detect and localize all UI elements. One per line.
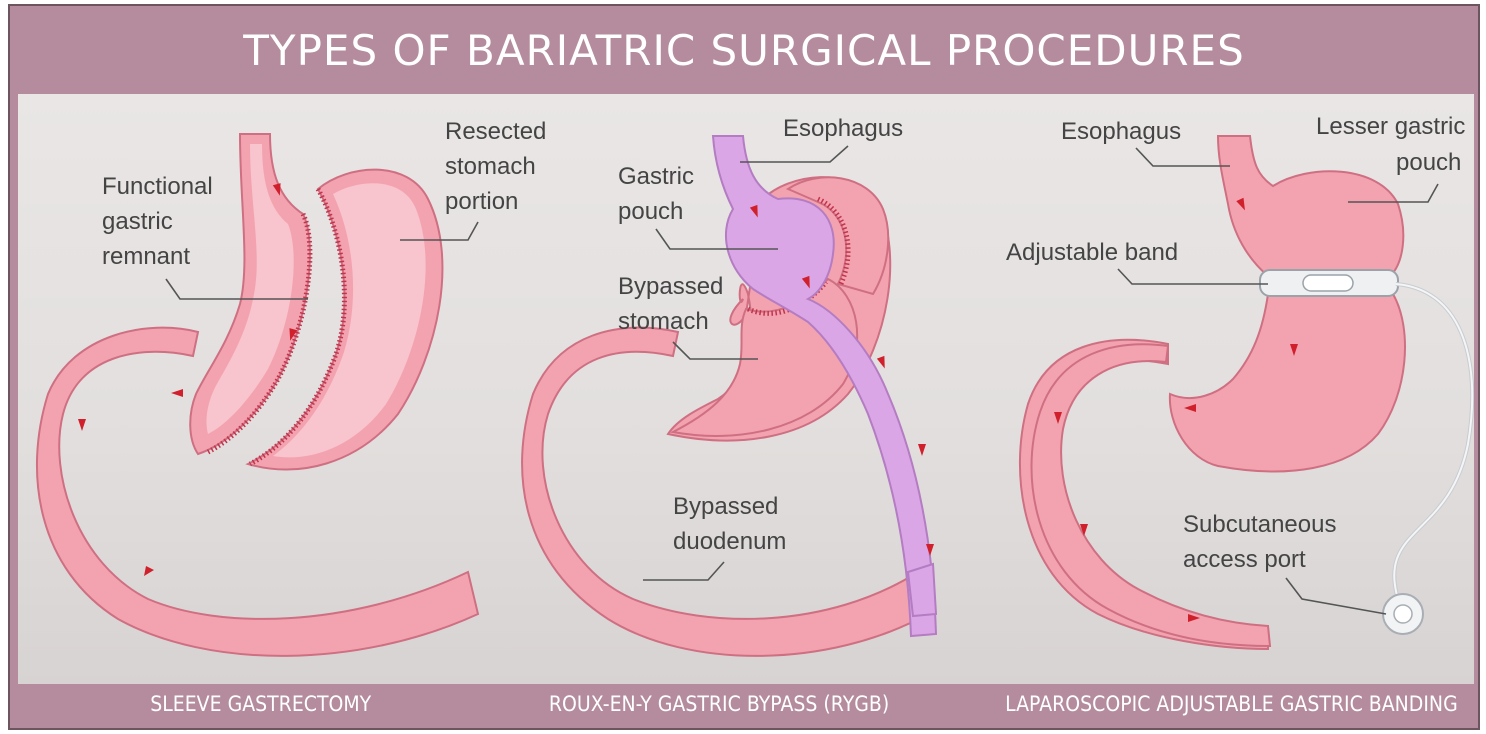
- procedure-label-banding: LAPAROSCOPIC ADJUSTABLE GASTRIC BANDING: [1005, 692, 1458, 716]
- flow-arrow: [144, 566, 154, 576]
- roux-junction: [908, 564, 936, 616]
- label-bypassed-duodenum-line1: Bypassed: [673, 493, 778, 520]
- flow-arrow: [877, 356, 889, 370]
- leader-esophagus-band: [1136, 148, 1230, 166]
- access-port-center: [1394, 605, 1412, 623]
- label-functional-line1: Functional: [102, 173, 213, 200]
- banding-pouch-shape: [1218, 136, 1403, 276]
- label-esophagus-band: Esophagus: [1061, 118, 1181, 145]
- band-reservoir: [1303, 275, 1353, 291]
- gastric-banding-illustration: Esophagus Lesser gastric pouch Adjustabl…: [1006, 113, 1472, 649]
- sleeve-gastrectomy-illustration: Functional gastric remnant Resected stom…: [37, 118, 546, 656]
- label-resected-line1: Resected: [445, 118, 546, 145]
- leader-adjustable-band: [1118, 269, 1268, 284]
- label-esophagus-rygb: Esophagus: [783, 115, 903, 142]
- procedure-footer: SLEEVE GASTRECTOMY ROUX-EN-Y GASTRIC BYP…: [10, 686, 1478, 730]
- label-pouch-line1: Gastric: [618, 163, 694, 190]
- procedures-diagram: Functional gastric remnant Resected stom…: [18, 94, 1474, 684]
- procedure-label-rygb: ROUX-EN-Y GASTRIC BYPASS (RYGB): [549, 692, 889, 716]
- label-adjustable-band: Adjustable band: [1006, 239, 1178, 266]
- leader-bypassed-duodenum: [643, 562, 724, 580]
- rygb-illustration: Esophagus Gastric pouch Bypassed stomach…: [522, 115, 936, 656]
- figure-frame: TYPES OF BARIATRIC SURGICAL PROCEDURES: [8, 4, 1480, 730]
- flow-arrow: [918, 444, 926, 456]
- port-tubing-inner: [1394, 284, 1472, 614]
- label-bypassed-duodenum-line2: duodenum: [673, 528, 786, 555]
- banding-stomach-shape: [1170, 294, 1405, 471]
- label-resected-line2: stomach: [445, 153, 536, 180]
- leader-esophagus-rygb: [740, 146, 848, 162]
- flow-arrow: [78, 419, 86, 431]
- label-resected-line3: portion: [445, 188, 518, 215]
- procedure-label-sleeve: SLEEVE GASTRECTOMY: [150, 692, 371, 716]
- label-lesser-pouch-line1: Lesser gastric: [1316, 113, 1465, 140]
- label-port-line2: access port: [1183, 546, 1306, 573]
- label-functional-line2: gastric: [102, 208, 173, 235]
- label-bypassed-stomach-line2: stomach: [618, 308, 709, 335]
- flow-arrow: [171, 389, 183, 397]
- figure-title: TYPES OF BARIATRIC SURGICAL PROCEDURES: [10, 6, 1478, 94]
- diagram-panel: Functional gastric remnant Resected stom…: [18, 94, 1474, 684]
- label-bypassed-stomach-line1: Bypassed: [618, 273, 723, 300]
- label-functional-line3: remnant: [102, 243, 190, 270]
- label-port-line1: Subcutaneous: [1183, 511, 1336, 538]
- leader-access-port: [1286, 578, 1386, 614]
- label-lesser-pouch-line2: pouch: [1396, 149, 1461, 176]
- label-pouch-line2: pouch: [618, 198, 683, 225]
